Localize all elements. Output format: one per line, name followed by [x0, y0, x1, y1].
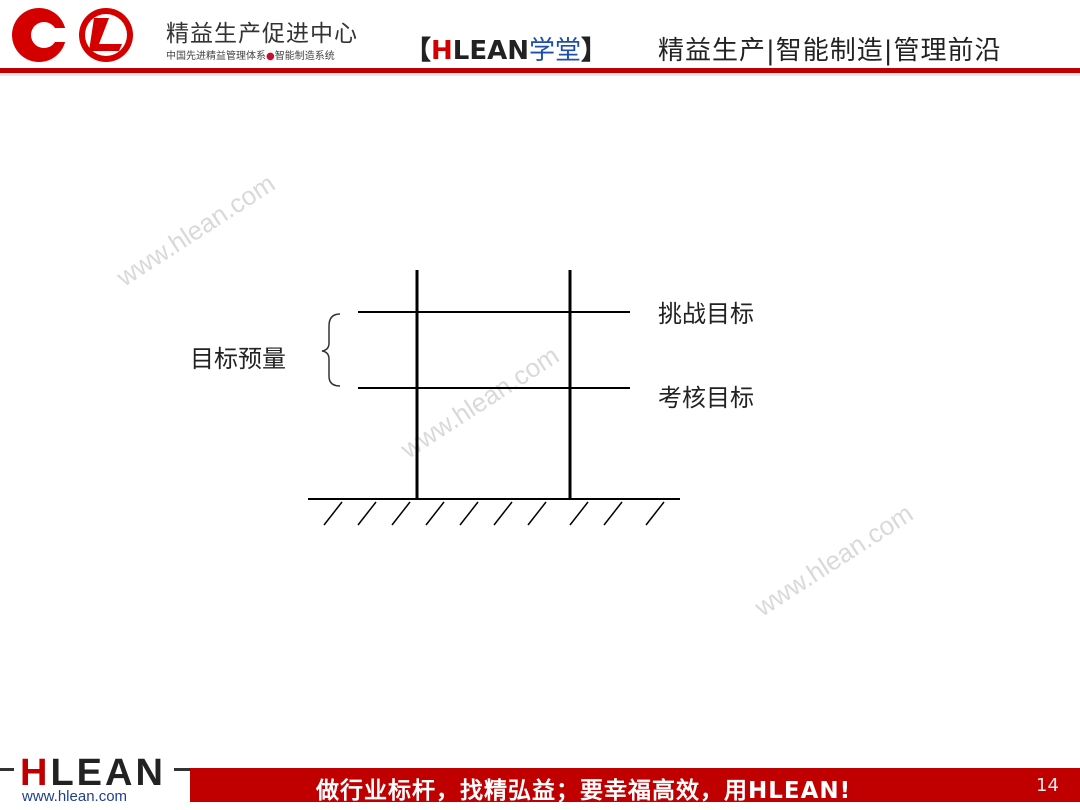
footer-hlean-logo: HLEAN	[20, 752, 166, 795]
footer-logo-lines	[0, 768, 190, 771]
challenge-target-label: 挑战目标	[658, 300, 754, 328]
school-xuetang: 学堂	[529, 36, 582, 66]
org-subtitle-b: 智能制造系统	[274, 51, 335, 62]
ground-hatching	[323, 501, 665, 526]
school-h: H	[431, 36, 453, 66]
assessment-target-label: 考核目标	[658, 384, 754, 412]
bullet-icon: ●	[266, 51, 275, 62]
header-tagline: 精益生产|智能制造|管理前沿	[658, 36, 1002, 66]
school-lean: LEAN	[452, 36, 529, 66]
header	[0, 0, 1080, 80]
bracket-close: 】	[581, 36, 608, 66]
header-divider-gray	[0, 73, 1080, 76]
hlean-school-title: 【HLEAN学堂】	[405, 30, 607, 67]
footer-logo-rest: LEAN	[50, 752, 166, 794]
curly-brace-icon	[321, 313, 341, 387]
footer-url: www.hlean.com	[22, 788, 128, 805]
target-budget-label: 目标预量	[190, 345, 286, 373]
footer-logo-h: H	[20, 752, 51, 794]
org-subtitle: 中国先进精益管理体系●智能制造系统	[166, 47, 335, 62]
header-divider-red	[0, 68, 1080, 73]
cl-logo-icon	[12, 8, 133, 62]
org-name: 精益生产促进中心	[166, 21, 358, 47]
footer-slogan: 做行业标杆，找精弘益；要幸福高效，用HLEAN!	[316, 778, 852, 804]
org-subtitle-a: 中国先进精益管理体系	[166, 51, 266, 62]
footer-bar	[190, 768, 1080, 802]
bracket-open: 【	[405, 36, 432, 66]
page-number: 14	[1036, 775, 1059, 796]
